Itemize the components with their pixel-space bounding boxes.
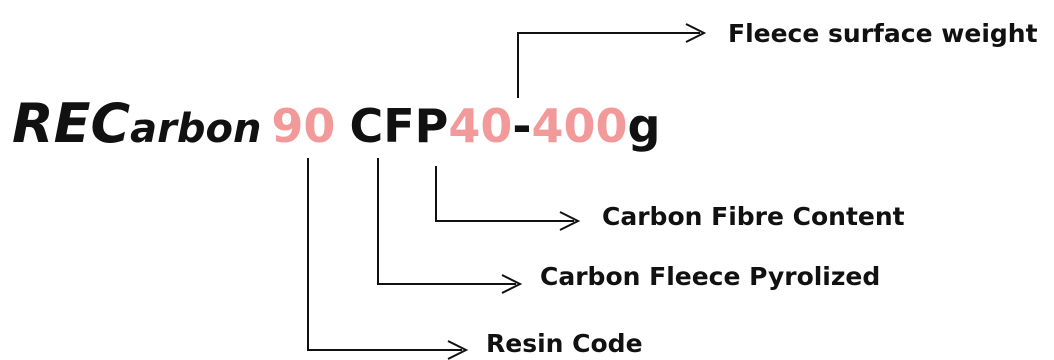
- label-resin-code: Resin Code: [486, 329, 643, 358]
- surface-weight: 400: [531, 99, 627, 153]
- resin-number: 90: [271, 99, 335, 153]
- label-fleece-type: Carbon Fleece Pyrolized: [540, 262, 880, 291]
- brand-suffix: arbon: [130, 106, 261, 152]
- fibre-content: 40: [448, 99, 512, 153]
- code-separator: -: [512, 99, 531, 153]
- fleece-type: CFP: [349, 99, 448, 153]
- weight-unit: g: [627, 99, 660, 153]
- connector-resin-code: [307, 158, 469, 360]
- connector-fibre-content: [435, 166, 581, 231]
- connector-fleece-type: [377, 158, 523, 294]
- label-surface-weight: Fleece surface weight: [728, 19, 1038, 48]
- brand-prefix: REC: [12, 92, 130, 155]
- label-fibre-content: Carbon Fibre Content: [602, 202, 905, 231]
- connector-surface-weight: [517, 23, 707, 98]
